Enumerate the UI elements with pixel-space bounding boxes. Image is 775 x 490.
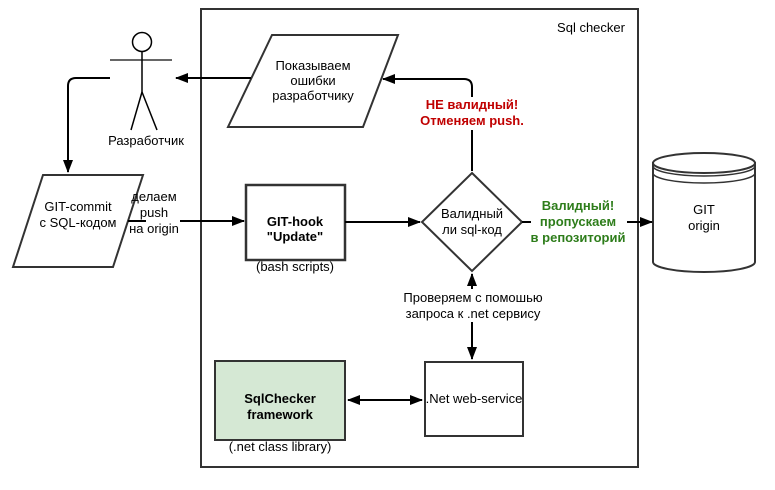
web-service-box bbox=[424, 361, 524, 437]
sqlchecker-subtitle: (.net class library) bbox=[228, 439, 332, 454]
sqlchecker-framework-box bbox=[214, 360, 346, 441]
frame-title: Sql checker bbox=[557, 20, 625, 35]
push-edge-label: делаем push на origin bbox=[129, 189, 179, 236]
actor-label: Разработчик bbox=[108, 133, 184, 148]
git-commit-label: GIT-commit с SQL-кодом bbox=[39, 199, 117, 230]
sqlchecker-title: SqlChecker framework bbox=[244, 391, 316, 422]
decision-diamond bbox=[420, 171, 524, 273]
arrow-developer-to-commit bbox=[63, 77, 110, 173]
show-errors-parallelogram bbox=[226, 34, 400, 128]
actor-icon bbox=[110, 31, 172, 131]
git-origin-cylinder bbox=[652, 152, 756, 273]
web-service-label: .Net web-service bbox=[425, 391, 523, 406]
git-origin-label: GIT origin bbox=[688, 202, 720, 233]
git-hook-label: GIT-hook "Update" (bash scripts) bbox=[256, 199, 334, 274]
git-hook-box bbox=[244, 183, 347, 262]
decision-label: Валидный ли sql-код bbox=[440, 206, 504, 237]
git-hook-title: GIT-hook "Update" bbox=[266, 214, 324, 244]
check-edge-label: Проверяем с помошью запроса к .net серви… bbox=[403, 290, 543, 321]
git-commit-parallelogram bbox=[11, 174, 145, 268]
invalid-edge-label: НЕ валидный! Отменяем push. bbox=[420, 97, 524, 128]
git-hook-subtitle: (bash scripts) bbox=[255, 259, 335, 274]
show-errors-label: Показываем ошибки разработчику bbox=[272, 58, 354, 103]
arrow-decision-to-errors bbox=[382, 74, 473, 97]
valid-edge-label: Валидный! пропускаем в репозиторий bbox=[530, 198, 626, 245]
sqlchecker-framework-label: SqlChecker framework (.net class library… bbox=[229, 375, 332, 455]
